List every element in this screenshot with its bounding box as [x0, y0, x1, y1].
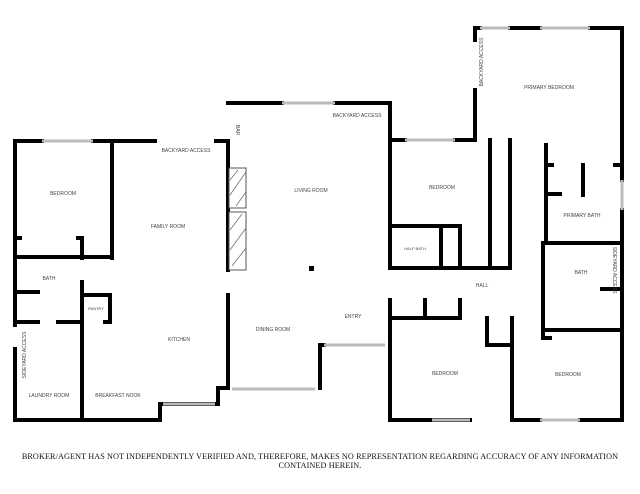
label-bath-west: BATH	[43, 276, 56, 282]
label-bedroom-east-upper: BEDROOM	[429, 185, 455, 191]
label-half-bath: HALF BATH	[404, 246, 426, 251]
label-hall: HALL	[476, 283, 489, 289]
disclaimer: BROKER/AGENT HAS NOT INDEPENDENTLY VERIF…	[21, 452, 619, 470]
walls	[13, 26, 624, 422]
label-primary-bedroom: PRIMARY BEDROOM	[524, 85, 574, 91]
label-pantry: PANTRY	[88, 306, 104, 311]
label-backyard-access-primary: BACKYARD ACCESS	[479, 37, 485, 86]
label-bath-east: BATH	[575, 270, 588, 276]
label-living-room: LIVING ROOM	[294, 188, 327, 194]
label-kitchen: KITCHEN	[168, 337, 190, 343]
room-labels: BEDROOM FAMILY ROOM BACKYARD ACCESS BAR …	[22, 37, 617, 399]
fireplace	[228, 167, 247, 271]
label-entry: ENTRY	[345, 314, 363, 320]
column	[309, 266, 314, 271]
label-sideyard-access-east: SIDEYARD ACCESS	[611, 247, 617, 295]
label-bedroom-east-lower-right: BEDROOM	[555, 372, 581, 378]
label-dining-room: DINING ROOM	[256, 327, 290, 333]
windows	[42, 26, 624, 422]
label-sideyard-access-west: SIDEYARD ACCESS	[22, 331, 28, 379]
label-bar: BAR	[234, 125, 240, 136]
label-breakfast-nook: BREAKFAST NOOK	[95, 393, 141, 399]
label-laundry-room: LAUNDRY ROOM	[29, 393, 70, 399]
label-backyard-access-living: BACKYARD ACCESS	[333, 113, 382, 119]
label-backyard-access-west: BACKYARD ACCESS	[162, 148, 211, 154]
label-bedroom-east-lower-left: BEDROOM	[432, 371, 458, 377]
label-family-room: FAMILY ROOM	[151, 224, 185, 230]
label-bedroom-west: BEDROOM	[50, 191, 76, 197]
label-primary-bath: PRIMARY BATH	[564, 213, 601, 219]
